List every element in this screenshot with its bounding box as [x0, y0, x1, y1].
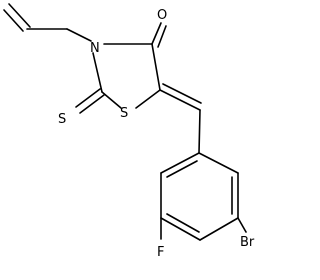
- n-c2-bond: [92, 52, 103, 93]
- exocyclic-double-bond-b: [162, 83, 202, 104]
- fluorine-label: F: [157, 245, 164, 260]
- ring-bond-1-inner: [166, 160, 198, 178]
- benzylidene-linker: [159, 83, 202, 154]
- carbonyl-double-bond-a: [151, 22, 162, 45]
- c2-s1-bond: [101, 91, 122, 109]
- thione-double-bond-a: [75, 88, 101, 108]
- c4-c5-bond: [151, 43, 161, 91]
- allyl-ch2-bond: [66, 28, 92, 42]
- allyl-terminal-double-bond-b: [3, 9, 24, 32]
- thione-sulfur-label: S: [58, 112, 66, 127]
- methine-aryl-bond: [198, 109, 201, 154]
- ring-bond-3: [160, 217, 201, 241]
- ring-sulfur-label: S: [120, 106, 128, 121]
- benzene-ring: [160, 152, 239, 241]
- bromine-label: Br: [240, 235, 255, 250]
- oxygen-label: O: [157, 8, 167, 23]
- c-br-bond: [237, 217, 247, 233]
- ring-bond-4: [199, 217, 239, 241]
- thione-double-bond-b: [79, 94, 105, 114]
- nitrogen-label: N: [90, 41, 100, 56]
- ring-bond-3-inner: [166, 213, 200, 233]
- structure-canvas: O N S S Br F: [3, 3, 255, 260]
- thione-group: [75, 88, 105, 114]
- exocyclic-double-bond-a: [159, 89, 201, 111]
- allyl-group: [3, 3, 92, 42]
- allyl-terminal-double-bond-a: [8, 3, 31, 28]
- carbonyl-group: [151, 22, 167, 48]
- molecule-diagram: O N S S Br F: [3, 3, 255, 260]
- ring-bond-1: [160, 152, 200, 174]
- s1-c5-bond: [135, 89, 161, 109]
- ring-bond-6: [198, 152, 239, 174]
- thiazolidinone-ring: [92, 43, 161, 109]
- carbonyl-double-bond-b: [157, 25, 167, 48]
